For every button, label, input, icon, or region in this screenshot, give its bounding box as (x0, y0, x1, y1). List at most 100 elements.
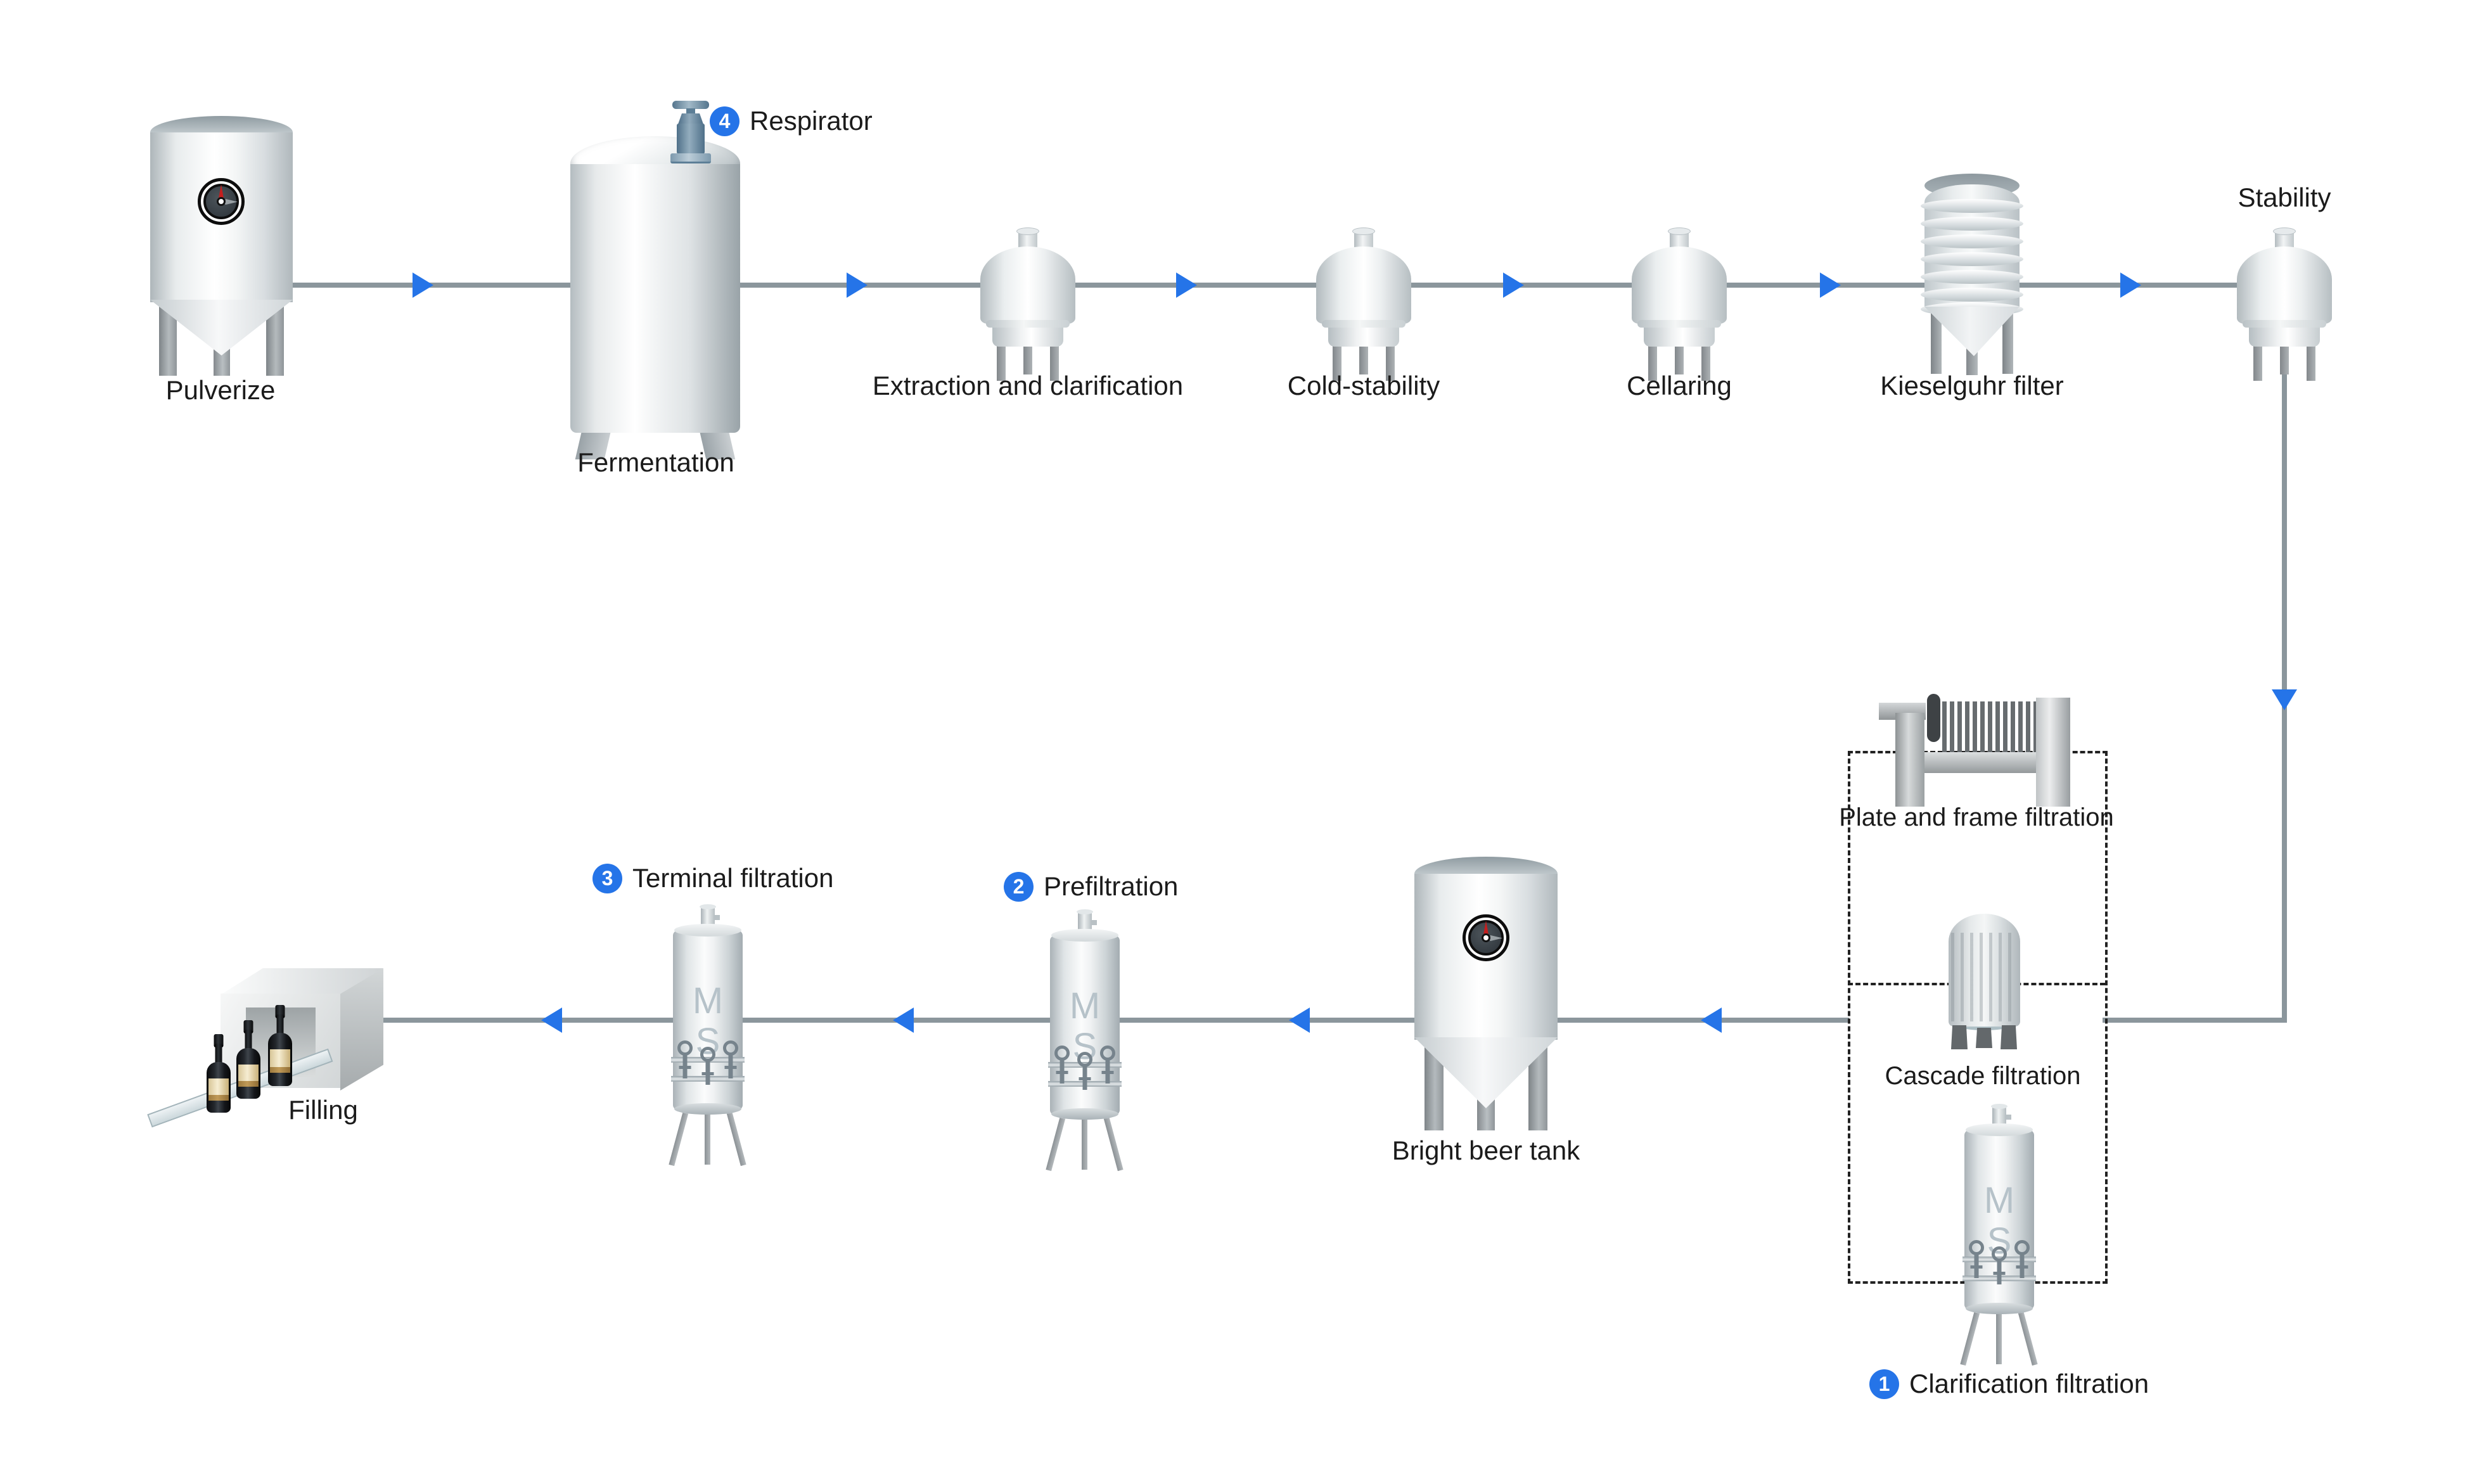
flow-arrow-right-icon (413, 272, 433, 298)
terminal-filtration-annotation: 3 Terminal filtration (592, 863, 833, 893)
pressure-gauge-icon (198, 178, 245, 225)
filter-leg (669, 1110, 689, 1167)
filter-nozzle (700, 904, 720, 929)
valve-body (677, 124, 705, 154)
terminal-filtration-label: Terminal filtration (632, 863, 834, 893)
tank-skirt (986, 320, 1070, 347)
extraction-label: Extraction and clarification (872, 371, 1184, 400)
flow-line-right-horizontal (2103, 1018, 2287, 1023)
tank-body (570, 164, 740, 433)
filter-leg (1103, 1115, 1124, 1172)
bottle-strip (238, 1081, 259, 1087)
press-right-column (2036, 698, 2070, 807)
clamp-icon (1099, 1046, 1116, 1085)
filter-rib (1921, 270, 2023, 284)
flow-arrow-right-icon (1820, 272, 1841, 298)
filter-rib (1921, 234, 2023, 248)
bottle-strip (270, 1067, 290, 1073)
filter-rib (1921, 252, 2023, 266)
filter-brand-mark: M S (1964, 1180, 2034, 1262)
filter-leg (1082, 1119, 1087, 1170)
step-badge-1: 1 (1869, 1369, 1899, 1399)
cascade-label: Cascade filtration (1885, 1062, 2081, 1090)
stability-label: Stability (2238, 182, 2331, 212)
tank-skirt (1637, 320, 1721, 347)
filter-leg (705, 1114, 710, 1165)
clamp-icon (722, 1040, 739, 1080)
valve-neck (678, 113, 703, 124)
gauge-hub (217, 197, 226, 206)
flow-arrow-left-icon (541, 1007, 562, 1033)
flow-arrow-left-icon (893, 1007, 914, 1033)
filter-leg (1960, 1310, 1980, 1366)
plate-frame-label: Plate and frame filtration (1839, 803, 2114, 831)
step-badge-2: 2 (1004, 871, 1034, 902)
tank-leg (1386, 344, 1395, 381)
tank-leg (2253, 344, 2262, 381)
clamp-icon (2014, 1240, 2030, 1279)
step-badge-4: 4 (710, 106, 740, 136)
tank-skirt (2243, 320, 2326, 347)
clamp-icon (1077, 1052, 1093, 1091)
bottle-label (238, 1065, 259, 1081)
filter-housing (1050, 929, 1120, 1120)
cellaring-label: Cellaring (1627, 371, 1732, 400)
filter-nozzle (1991, 1104, 2011, 1129)
tank-body (980, 246, 1075, 324)
flow-arrow-right-icon (1176, 272, 1197, 298)
tank-leg (1333, 344, 1341, 381)
bottle-label (270, 1049, 290, 1067)
press-plates (1942, 701, 2037, 756)
filter-leg (2018, 1310, 2038, 1366)
clamp-icon (700, 1047, 716, 1086)
filter-rib (1921, 199, 2023, 213)
tank-leg (1675, 344, 1684, 374)
tank-leg (1701, 344, 1710, 381)
press-left-column (1895, 713, 1924, 807)
bottle-strip (208, 1095, 229, 1101)
press-handle (1927, 694, 1940, 742)
gauge-hub (1482, 933, 1490, 942)
bottle-neck (245, 1030, 252, 1051)
tank-body (1316, 246, 1411, 324)
valve-stub (686, 108, 695, 114)
filter-rib (1921, 217, 2023, 231)
cold-stability-label: Cold-stability (1287, 371, 1440, 400)
flow-arrow-left-icon (1701, 1007, 1722, 1033)
clamp-icon (1968, 1240, 1985, 1279)
valve-flange (670, 153, 711, 163)
filter-leg (726, 1110, 746, 1167)
respirator-label: Respirator (750, 106, 873, 136)
kieselguhr-label: Kieselguhr filter (1880, 371, 2064, 400)
pressure-gauge-icon (1463, 914, 1509, 961)
fermentation-label: Fermentation (577, 447, 734, 477)
clamp-icon (1991, 1246, 2007, 1286)
filter-brand-mark: M S (1050, 986, 1120, 1067)
filter-leg (1951, 1025, 1968, 1049)
mark-m: M (692, 980, 724, 1021)
bright-beer-label: Bright beer tank (1392, 1135, 1580, 1165)
clamp-icon (677, 1040, 693, 1080)
mark-m: M (1983, 1180, 2015, 1221)
filter-rib (1921, 288, 2023, 302)
filter-leg (2001, 1025, 2017, 1049)
filter-nozzle (1077, 909, 1097, 934)
filling-label: Filling (288, 1095, 358, 1125)
gauge-gray-needle (221, 199, 238, 205)
tank-leg (2307, 344, 2315, 381)
tank-leg (2280, 344, 2289, 374)
press-beam (1924, 752, 2039, 773)
plate-frame-filter-icon (1879, 694, 2075, 811)
flow-arrow-right-icon (1503, 272, 1524, 298)
bottle-neck (276, 1014, 284, 1036)
respirator-valve-icon (670, 101, 711, 164)
clarification-label: Clarification filtration (1909, 1369, 2149, 1398)
flow-line-top (291, 283, 2287, 288)
flow-arrow-right-icon (2120, 272, 2141, 298)
bottle-neck (215, 1044, 222, 1065)
prefiltration-annotation: 2 Prefiltration (1004, 871, 1178, 902)
gauge-gray-needle (1486, 935, 1502, 941)
pulverize-label: Pulverize (165, 375, 276, 405)
tank-leg (1023, 344, 1032, 374)
